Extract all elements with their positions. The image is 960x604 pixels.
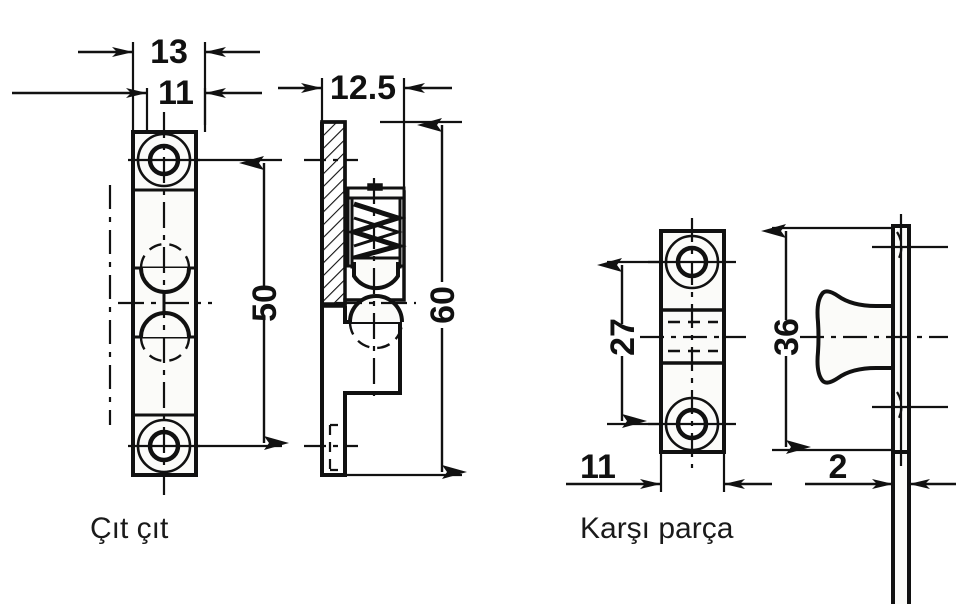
dim-11-left-label: 11 xyxy=(158,74,194,112)
latch-section-spring-coil xyxy=(345,201,407,261)
dim-50-label: 50 xyxy=(246,284,284,322)
latch-assembly-group: 13 11 12.5 50 xyxy=(12,33,467,545)
dim-2-label: 2 xyxy=(829,448,848,486)
strike-caption: Karşı parça xyxy=(580,512,734,545)
dimension-36: 36 xyxy=(761,224,893,454)
latch-section-flange-hatched-upper xyxy=(320,120,347,306)
dim-13-label: 13 xyxy=(150,33,188,71)
latch-section-view xyxy=(304,120,416,477)
latch-section-ball-upper xyxy=(352,262,400,291)
latch-section-hidden-detail-ticks xyxy=(330,423,338,472)
dimension-13: 13 xyxy=(78,33,260,132)
dimension-27: 27 xyxy=(597,258,661,428)
latch-front-ball-upper xyxy=(139,267,191,294)
latch-caption: Çıt çıt xyxy=(90,512,169,545)
latch-front-hole-crosslines xyxy=(128,158,200,448)
dimension-11-left: 11 xyxy=(12,74,262,132)
strike-front-view xyxy=(640,218,746,468)
latch-section-ball-lower-hidden xyxy=(348,321,404,350)
dim-11-right-label: 11 xyxy=(580,448,616,486)
latch-front-view xyxy=(108,112,212,495)
dim-27-label: 27 xyxy=(604,318,642,356)
latch-front-ball-lower-hidden xyxy=(139,336,191,363)
dimension-11-right: 11 xyxy=(566,448,772,492)
dim-125-label: 12.5 xyxy=(330,69,396,107)
strike-assembly-group: 27 36 11 2 Karşı parça xyxy=(566,214,956,604)
dimension-2: 2 xyxy=(805,448,956,492)
dimension-60: 60 xyxy=(340,118,467,479)
dimension-50: 50 xyxy=(196,156,289,450)
latch-front-ball-upper-hidden xyxy=(139,242,191,269)
latch-section-upper-profile xyxy=(320,120,406,308)
strike-side-countersink-hidden xyxy=(896,231,903,423)
latch-section-spring-coil-back xyxy=(353,216,403,248)
dim-60-label: 60 xyxy=(424,286,462,324)
dim-36-label: 36 xyxy=(768,318,806,356)
dimension-12-5: 12.5 xyxy=(278,69,452,192)
